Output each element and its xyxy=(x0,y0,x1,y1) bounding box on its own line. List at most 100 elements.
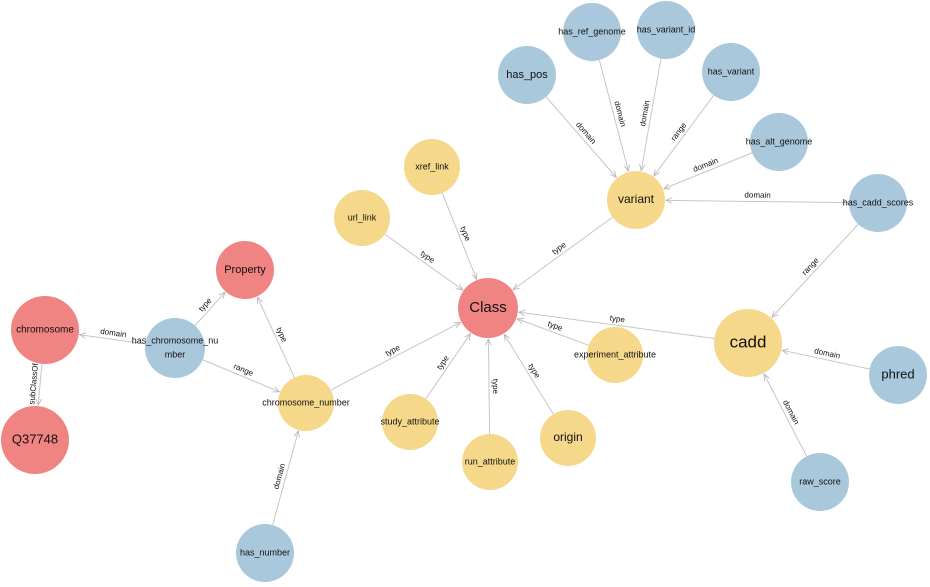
node-class[interactable]: Class xyxy=(458,278,518,338)
edge-label: type xyxy=(609,313,626,324)
node-label: study_attribute xyxy=(380,416,439,426)
node-label: has_cadd_scores xyxy=(843,197,914,207)
node-circle[interactable] xyxy=(236,524,294,582)
edge-label: domain xyxy=(744,190,770,199)
node-run-attribute[interactable]: run_attribute xyxy=(462,434,518,490)
node-origin[interactable]: origin xyxy=(540,410,596,466)
edge-label: type xyxy=(197,296,214,314)
node-circle[interactable] xyxy=(462,434,518,490)
node-label: url_link xyxy=(348,212,377,222)
node-circle[interactable] xyxy=(216,241,274,299)
edge-label: type xyxy=(458,225,472,243)
edge-label: range xyxy=(232,362,255,378)
edge-has-chromosome-number-to-chromosome: domain xyxy=(80,327,146,345)
node-has-pos[interactable]: has_pos xyxy=(498,46,556,104)
edge-line xyxy=(257,297,295,378)
edge-line xyxy=(202,359,280,392)
node-circle[interactable] xyxy=(334,190,390,246)
node-raw-score[interactable]: raw_score xyxy=(791,453,849,511)
node-has-alt-genome[interactable]: has_alt_genome xyxy=(746,113,813,171)
node-circle[interactable] xyxy=(750,113,808,171)
node-circle[interactable] xyxy=(702,43,760,101)
edge-label: type xyxy=(419,249,437,265)
edge-variant-to-class: type xyxy=(513,216,613,290)
node-xref-link[interactable]: xref_link xyxy=(404,139,460,195)
edge-line xyxy=(782,350,870,370)
edge-line xyxy=(38,363,43,405)
node-has-variant[interactable]: has_variant xyxy=(702,43,760,101)
node-circle[interactable] xyxy=(11,296,79,364)
edge-line xyxy=(425,334,471,400)
node-label: has_variant xyxy=(708,66,755,76)
edge-line xyxy=(545,96,616,178)
edge-line xyxy=(666,200,850,202)
edge-line xyxy=(517,319,589,346)
node-circle[interactable] xyxy=(458,278,518,338)
node-circle[interactable] xyxy=(563,3,621,61)
node-has-chromosome-number[interactable]: has_chromosome_number xyxy=(132,318,219,378)
edge-label: type xyxy=(435,353,451,371)
edge-line xyxy=(513,216,613,290)
node-label: chromosome_number xyxy=(262,397,350,407)
node-label: has_ref_genome xyxy=(558,26,626,36)
node-label: raw_score xyxy=(799,476,841,486)
node-circle[interactable] xyxy=(540,410,596,466)
node-circle[interactable] xyxy=(498,46,556,104)
node-has-cadd-scores[interactable]: has_cadd_scores xyxy=(843,174,914,232)
node-label: has_alt_genome xyxy=(746,136,813,146)
edge-chromosome-to-q37748: subClassOf xyxy=(27,362,43,405)
edge-label: type xyxy=(526,362,542,380)
edge-has-pos-to-variant: domain xyxy=(545,96,616,178)
node-label: chromosome xyxy=(16,325,74,336)
node-label: cadd xyxy=(730,332,767,351)
edge-has-variant-id-to-variant: domain xyxy=(638,58,662,171)
edge-label: type xyxy=(274,326,289,344)
node-circle[interactable] xyxy=(382,394,438,450)
node-circle[interactable] xyxy=(278,375,334,431)
node-label: Class xyxy=(469,299,507,316)
node-label: has_number xyxy=(240,547,290,557)
edge-line xyxy=(772,223,859,317)
node-q37748[interactable]: Q37748 xyxy=(1,406,69,474)
node-circle[interactable] xyxy=(404,139,460,195)
node-has-ref-genome[interactable]: has_ref_genome xyxy=(558,3,626,61)
edge-has-cadd-scores-to-cadd: range xyxy=(772,223,859,317)
node-circle[interactable] xyxy=(714,309,782,377)
node-phred[interactable]: phred xyxy=(869,346,927,404)
edge-label: range xyxy=(800,255,821,277)
node-chromosome-number[interactable]: chromosome_number xyxy=(262,375,350,431)
node-label-line2: mber xyxy=(165,349,186,359)
node-property[interactable]: Property xyxy=(216,241,274,299)
node-circle[interactable] xyxy=(145,318,205,378)
edge-line xyxy=(654,94,715,176)
edge-has-ref-genome-to-variant: domain xyxy=(598,59,628,171)
node-circle[interactable] xyxy=(637,1,695,59)
node-circle[interactable] xyxy=(1,406,69,474)
node-experiment-attribute[interactable]: experiment_attribute xyxy=(574,327,656,383)
node-label: has_pos xyxy=(506,69,548,81)
edge-line xyxy=(441,192,476,279)
node-cadd[interactable]: cadd xyxy=(714,309,782,377)
node-has-variant-id[interactable]: has_variant_id xyxy=(637,1,696,59)
node-chromosome[interactable]: chromosome xyxy=(11,296,79,364)
edge-has-cadd-scores-to-variant: domain xyxy=(666,190,850,202)
edge-label: type xyxy=(491,379,500,395)
node-label: experiment_attribute xyxy=(574,349,656,359)
node-label: xref_link xyxy=(415,161,449,171)
node-study-attribute[interactable]: study_attribute xyxy=(380,394,440,450)
node-has-number[interactable]: has_number xyxy=(236,524,294,582)
edge-label: domain xyxy=(100,327,127,340)
node-variant[interactable]: variant xyxy=(607,171,665,229)
edge-line xyxy=(598,59,628,171)
node-circle[interactable] xyxy=(849,174,907,232)
node-url-link[interactable]: url_link xyxy=(334,190,390,246)
edge-experiment-attribute-to-class: type xyxy=(517,319,589,346)
edge-line xyxy=(272,431,299,526)
node-circle[interactable] xyxy=(869,346,927,404)
node-circle[interactable] xyxy=(607,171,665,229)
node-circle[interactable] xyxy=(587,327,643,383)
edge-has-chromosome-number-to-chromosome-number: range xyxy=(202,359,280,392)
node-circle[interactable] xyxy=(791,453,849,511)
